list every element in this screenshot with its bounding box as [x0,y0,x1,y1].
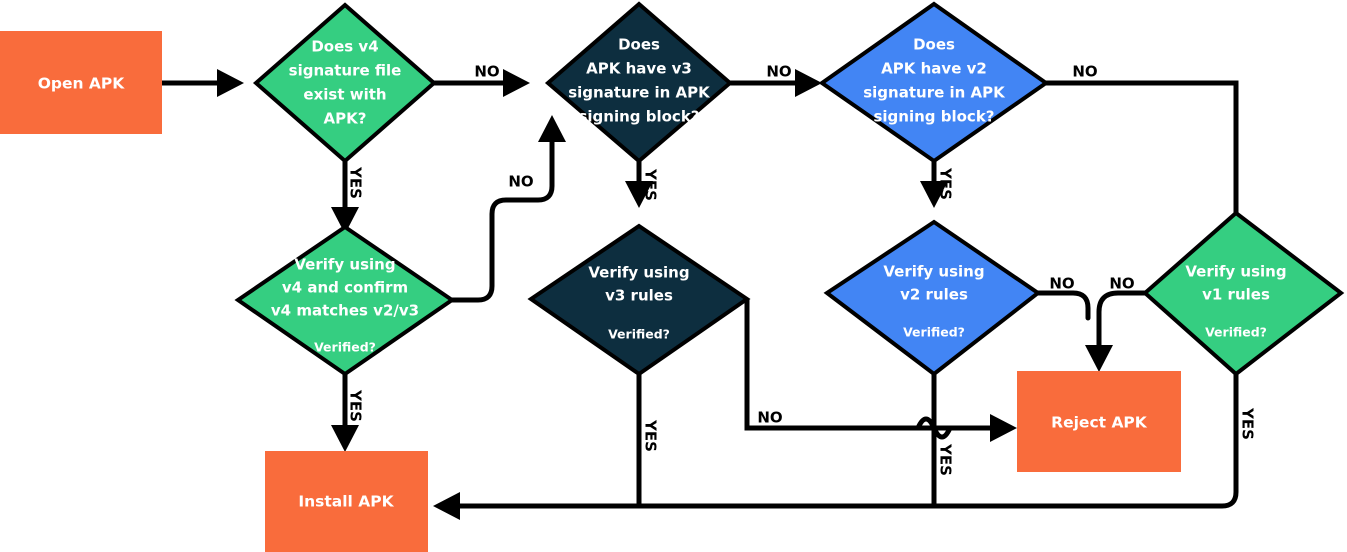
q-v2-block-line2: APK have v2 [881,60,987,78]
arrowhead-icon [920,181,948,208]
edge-verifyv4-no-to-v3block [449,115,566,303]
verify-v4-line3: v4 matches v2/v3 [271,302,419,320]
edge-bottom-bus-to-install [433,492,1170,520]
node-verify-v3[interactable]: Verify using v3 rules Verified? [527,223,751,377]
q-v4-file-line3: exist with [303,86,386,104]
arrowhead-icon [331,207,359,234]
edge-no-bus-to-reject [915,414,1017,442]
arrowhead-icon [538,115,566,142]
edge-label-v2block-no: NO [1072,63,1097,81]
verify-v3-line2: v3 rules [605,287,673,305]
edge-label-v4verify-no: NO [508,173,533,191]
q-v3-block-line2: APK have v3 [586,60,692,78]
line-hop-bridge [915,416,953,440]
arrowhead-icon [1085,345,1113,372]
edge-verifyv2-no-to-reject [1035,290,1091,321]
q-v4-file-line2: signature file [289,62,402,80]
verify-v4-line2: v4 and confirm [282,279,408,297]
edge-label-v2verify-yes: YES [937,443,955,476]
verify-v3-line1: Verify using [588,264,689,282]
edge-label-v1verify-no: NO [1109,275,1134,293]
node-question-v3-block[interactable]: Does APK have v3 signature in APK signin… [544,1,734,164]
edge-label-v2verify-no: NO [1049,275,1074,293]
node-open-apk[interactable]: Open APK [0,31,162,134]
edge-label-v3block-no: NO [766,63,791,81]
reject-apk-label: Reject APK [1051,414,1148,432]
arrowhead-icon [217,69,244,97]
verify-v4-sub: Verified? [314,340,376,355]
verify-v1-line1: Verify using [1185,263,1286,281]
edge-v4file-no-to-v3block [434,69,530,97]
q-v2-block-line1: Does [913,36,955,54]
edge-verifyv3-no-to-reject [744,299,915,431]
verify-v1-line2: v1 rules [1202,286,1270,304]
q-v3-block-line1: Does [618,36,660,54]
verify-v3-sub: Verified? [608,327,670,342]
edge-label-v3verify-no: NO [757,409,782,427]
verify-v2-line1: Verify using [883,263,984,281]
arrowhead-icon [331,425,359,452]
node-question-v2-block[interactable]: Does APK have v2 signature in APK signin… [818,1,1050,164]
edge-label-v2block-yes: YES [937,167,955,200]
node-verify-v2[interactable]: Verify using v2 rules Verified? [823,219,1042,377]
arrowhead-icon [990,414,1017,442]
q-v3-block-line3: signature in APK [568,84,711,102]
verify-v2-sub: Verified? [903,325,965,340]
edge-label-v4file-yes: YES [347,166,365,199]
q-v2-block-line3: signature in APK [863,84,1006,102]
q-v2-block-line4: signing block? [873,108,994,126]
edge-label-v3block-yes: YES [642,168,660,201]
arrowhead-icon [625,181,653,208]
node-verify-v1[interactable]: Verify using v1 rules Verified? [1141,210,1345,377]
node-verify-v4[interactable]: Verify using v4 and confirm v4 matches v… [234,224,456,377]
edge-v2block-no-to-verifyv1 [1046,80,1239,216]
q-v4-file-line4: APK? [324,110,367,128]
edge-label-v4file-no: NO [474,63,499,81]
q-v3-block-line4: signing block? [578,108,699,126]
node-install-apk[interactable]: Install APK [265,451,428,552]
open-apk-label: Open APK [38,75,126,93]
arrowhead-icon [795,69,822,97]
edge-label-v4verify-yes: YES [347,389,365,422]
edge-verifyv1-no-to-reject [1085,290,1153,372]
edge-label-v3verify-yes: YES [642,419,660,452]
arrowhead-icon [503,69,530,97]
install-apk-label: Install APK [298,493,394,511]
verify-v1-sub: Verified? [1205,325,1267,340]
arrowhead-icon [433,492,460,520]
edge-v3block-no-to-v2block [730,69,822,97]
verify-v2-line2: v2 rules [900,286,968,304]
verify-v4-line1: Verify using [294,256,395,274]
edge-verifyv4-yes-to-install [331,374,359,452]
q-v4-file-line1: Does v4 [311,38,378,56]
node-reject-apk[interactable]: Reject APK [1017,371,1181,472]
node-question-v4-file[interactable]: Does v4 signature file exist with APK? [252,2,438,164]
edge-label-v1verify-yes: YES [1239,407,1257,440]
edge-verifyv1-yes-to-install [1157,371,1239,509]
edge-open-to-v4file [162,69,244,97]
